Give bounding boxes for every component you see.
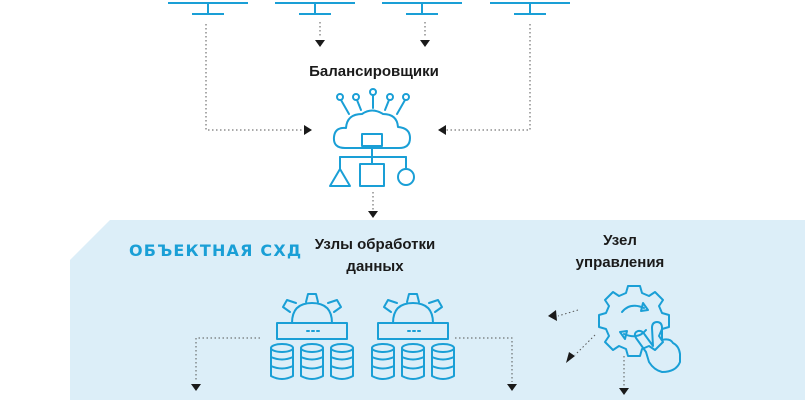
monitor-icon <box>382 2 462 15</box>
control-node-label-line2: управления <box>575 254 665 271</box>
storage-section-title: ОБЪЕКТНАЯ СХД <box>129 241 303 260</box>
gear-touch-icon <box>598 285 681 373</box>
data-nodes-label-line2: данных <box>346 258 404 275</box>
monitor-icon <box>490 2 570 15</box>
arrow-down <box>420 40 430 47</box>
arrow-down <box>191 384 201 391</box>
arrow-down <box>368 211 378 218</box>
monitor-icon <box>168 2 248 15</box>
monitor-icon <box>275 2 355 15</box>
arrow-right <box>304 125 312 135</box>
balancers-label: Балансировщики <box>309 63 439 80</box>
connectors <box>195 22 625 386</box>
arrow-left <box>438 125 446 135</box>
arrowheads <box>191 40 629 395</box>
data-nodes-label: Узлы обработки данных <box>295 234 455 278</box>
arrow-down <box>507 384 517 391</box>
arrow-down <box>619 388 629 395</box>
control-node-label: Узел управления <box>560 230 680 274</box>
control-node-label-line1: Узел <box>603 232 637 249</box>
server-storage-icon <box>270 293 354 380</box>
server-storage-icon <box>371 293 455 380</box>
cloud-network-icon <box>329 88 415 187</box>
arrow-left <box>548 310 557 321</box>
arrow-down-left <box>566 352 575 363</box>
data-nodes-label-line1: Узлы обработки <box>314 236 436 253</box>
arrow-down <box>315 40 325 47</box>
